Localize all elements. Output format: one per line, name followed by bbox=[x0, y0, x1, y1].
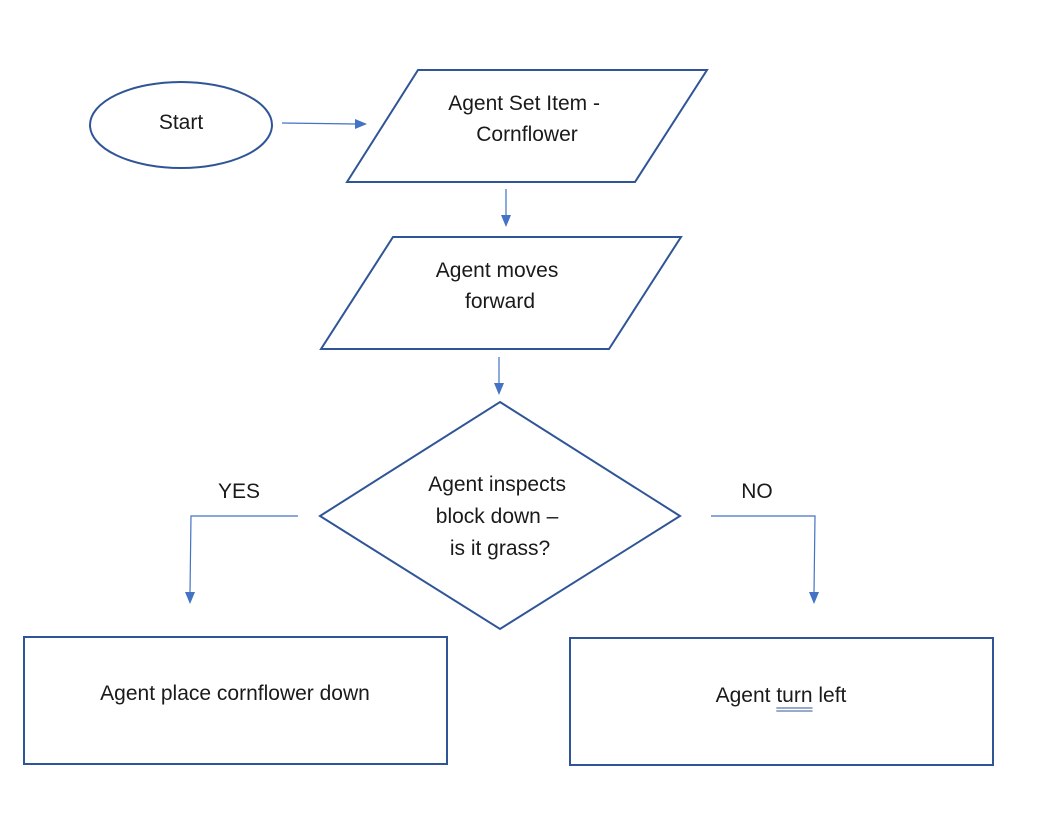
decision-label: Agent inspects block down – is it grass? bbox=[428, 473, 572, 560]
turn-left-emphasis: turn bbox=[776, 684, 812, 707]
start-label: Start bbox=[159, 111, 204, 134]
turn-left-suffix: left bbox=[813, 684, 847, 707]
spellcheck-underline bbox=[776, 707, 813, 712]
set-item-line-2: Cornflower bbox=[476, 123, 578, 146]
connector-start-to-set-item bbox=[281, 119, 367, 129]
yes-branch-label: YES bbox=[218, 480, 260, 503]
move-forward-line-1: Agent moves bbox=[436, 259, 559, 282]
decision-node: Agent inspects block down – is it grass? bbox=[318, 400, 682, 631]
decision-line-3: is it grass? bbox=[450, 537, 550, 560]
place-down-node: Agent place cornflower down bbox=[23, 636, 448, 765]
set-item-node: Agent Set Item - Cornflower bbox=[345, 69, 709, 183]
connector-move-to-decision bbox=[494, 357, 504, 395]
connector-yes-branch bbox=[185, 515, 298, 604]
decision-line-2: block down – bbox=[436, 505, 559, 528]
connector-no-branch bbox=[711, 515, 819, 604]
turn-left-label: Agent turn left bbox=[716, 684, 847, 707]
set-item-label: Agent Set Item - Cornflower bbox=[448, 92, 606, 146]
connector-set-item-to-move bbox=[501, 189, 511, 227]
move-forward-line-2: forward bbox=[465, 290, 535, 313]
decision-line-1: Agent inspects bbox=[428, 473, 566, 496]
turn-left-node: Agent turn left bbox=[569, 637, 994, 766]
move-forward-node: Agent moves forward bbox=[319, 236, 683, 350]
turn-left-prefix: Agent bbox=[716, 684, 777, 707]
place-down-label: Agent place cornflower down bbox=[100, 682, 370, 705]
move-forward-label: Agent moves forward bbox=[436, 259, 564, 313]
no-branch-label: NO bbox=[741, 480, 773, 503]
set-item-line-1: Agent Set Item - bbox=[448, 92, 600, 115]
start-node: Start bbox=[89, 81, 273, 169]
